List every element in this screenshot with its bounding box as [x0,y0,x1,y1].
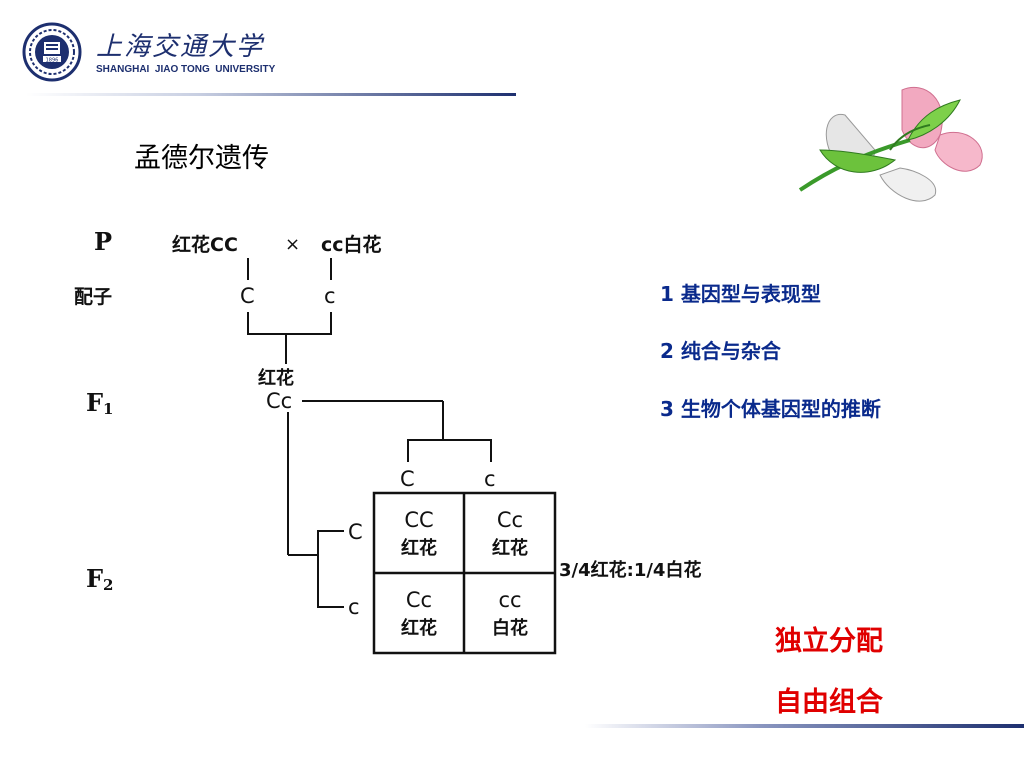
generation-f1-label: F1 [86,388,113,418]
gamete-c-lower: c [324,284,336,308]
top-gamete-c-lower: c [484,467,496,491]
top-gamete-bracket [407,439,492,462]
side-gamete-c-lower: c [348,595,360,619]
logo-name-en: SHANGHAI JIAO TONG UNIVERSITY [96,64,276,75]
cell-genotype: Cc [497,508,523,532]
top-gamete-c-upper: C [400,467,415,491]
point-genotype-phenotype: 1 基因型与表现型 [660,282,821,306]
point-genotype-inference: 3 生物个体基因型的推断 [660,397,881,421]
f1-genotype: Cc [266,389,292,413]
f2-ratio: 3/4红花:1/4白花 [559,559,701,581]
point-homozygous-heterozygous: 2 纯合与杂合 [660,339,781,363]
punnett-cell-bottom-right: cc 白花 [492,588,528,639]
parent-white-label: cc白花 [321,233,382,256]
label-independent-assortment: 独立分配 [775,626,883,657]
side-gamete-bracket [317,530,344,608]
label-free-combination: 自由组合 [775,687,883,718]
cell-genotype: Cc [406,588,432,612]
footer-divider [585,724,1024,728]
cell-phenotype: 红花 [401,537,437,559]
cell-phenotype: 红花 [492,537,528,559]
generation-p-label: P [94,227,112,256]
parent-red-label: 红花CC [172,233,238,256]
cross-symbol: × [285,234,300,255]
generation-gamete-label: 配子 [74,286,112,308]
punnett-cell-bottom-left: Cc 红花 [401,588,437,639]
punnett-cell-top-right: Cc 红花 [492,508,528,559]
header-divider [26,93,516,96]
generation-f2-label: F2 [86,564,113,594]
slide-title: 孟德尔遗传 [134,143,269,174]
f1-phenotype: 红花 [258,367,294,389]
fertilization-bracket [247,312,332,335]
cell-phenotype: 白花 [492,617,528,639]
university-logo-emblem: 1896 [22,22,82,82]
logo-name-cn: 上海交通大学 [96,32,265,62]
cell-phenotype: 红花 [401,617,437,639]
cell-genotype: cc [498,588,521,612]
gamete-c-upper: C [240,284,255,308]
flower-decoration-image [798,86,983,202]
side-gamete-c-upper: C [348,520,363,544]
logo-year: 1896 [46,58,59,64]
cell-genotype: CC [404,508,433,532]
punnett-cell-top-left: CC 红花 [401,508,437,559]
